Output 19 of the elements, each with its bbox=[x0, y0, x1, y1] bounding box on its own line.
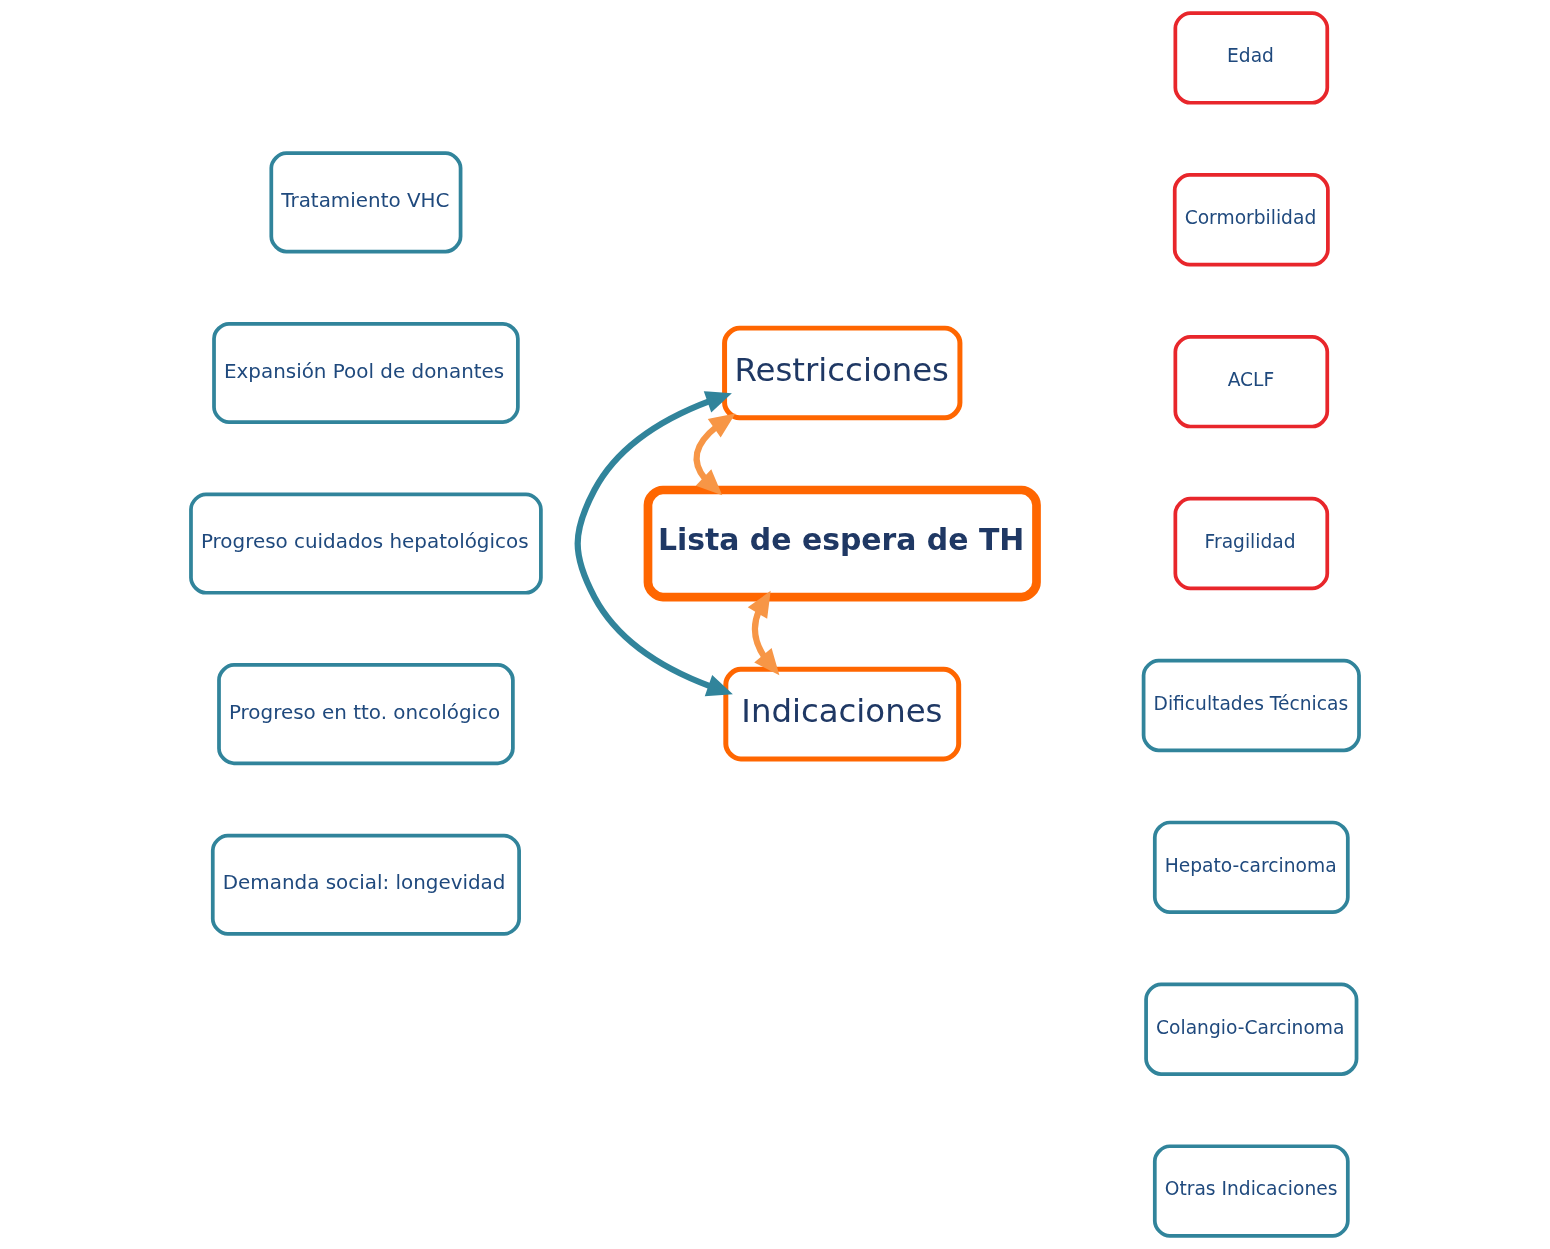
node-box: Progreso cuidados hepatológicos bbox=[189, 492, 543, 595]
arrow bbox=[693, 413, 736, 496]
node-box: ACLF bbox=[1173, 335, 1330, 429]
node-box: Tratamiento VHC bbox=[269, 151, 463, 254]
node-box: Cormorbilidad bbox=[1172, 173, 1330, 267]
node-box: Restricciones bbox=[722, 325, 963, 421]
node-box: Lista de espera de TH bbox=[643, 485, 1041, 602]
node-box: Dificultades Técnicas bbox=[1141, 658, 1361, 753]
node-box: Otras Indicaciones bbox=[1152, 1144, 1350, 1238]
node-box: Indicaciones bbox=[723, 666, 962, 762]
node-box: Edad bbox=[1173, 11, 1330, 105]
node-box: Fragilidad bbox=[1173, 496, 1330, 591]
node-box: Hepato-carcinoma bbox=[1152, 820, 1350, 914]
node-box: Progreso en tto. oncológico bbox=[217, 663, 515, 766]
node-box: Expansión Pool de donantes bbox=[212, 321, 520, 424]
node-box: Colangio-Carcinoma bbox=[1144, 982, 1359, 1076]
arrow bbox=[747, 590, 780, 676]
arrow bbox=[574, 391, 733, 697]
node-box: Demanda social: longevidad bbox=[210, 833, 521, 936]
